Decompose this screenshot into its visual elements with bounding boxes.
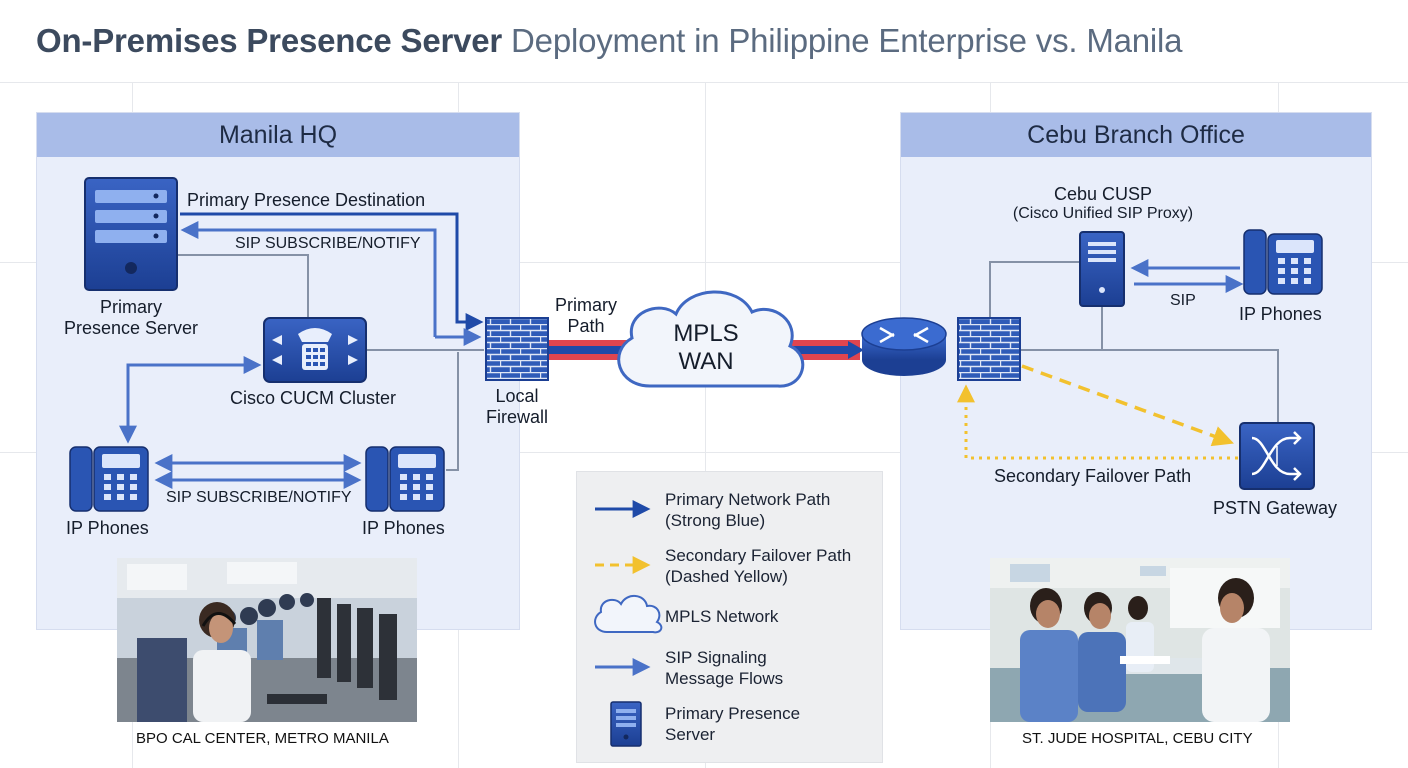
cebu-ip-phone-icon	[1243, 229, 1323, 295]
primary-presence-server-icon	[84, 177, 178, 291]
cebu-ip-phones-label: IP Phones	[1239, 304, 1322, 324]
cebu-sip-label: SIP	[1170, 292, 1196, 309]
pstn-gateway-label: PSTN Gateway	[1213, 498, 1338, 518]
title-strong: On-Premises Presence Server	[36, 22, 503, 59]
legend-secondary-text: Secondary Failover Path (Dashed Yellow)	[665, 545, 851, 587]
secondary-failover-path	[957, 364, 1238, 460]
primary-presence-server-label-line2: Presence Server	[63, 318, 199, 338]
st-jude-hospital-photo	[990, 558, 1290, 722]
grid-line	[0, 82, 1408, 83]
cucm-cluster-label: Cisco CUCM Cluster	[230, 388, 397, 408]
st-jude-hospital-caption: ST. JUDE HOSPITAL, CEBU CITY	[1022, 730, 1253, 747]
pstn-gateway-icon	[1239, 422, 1315, 490]
page-title: On-Premises Presence Server Deployment i…	[36, 22, 1183, 68]
manila-sip-flows	[119, 221, 482, 489]
legend: Primary Network Path (Strong Blue) Secon…	[576, 471, 883, 763]
ip-phones-right-label: IP Phones	[362, 518, 445, 538]
sip-subscribe-notify-bottom-label: SIP SUBSCRIBE/NOTIFY	[166, 489, 352, 506]
mpls-wan-label: MPLS WAN	[660, 320, 752, 376]
cebu-cusp-label-line1: Cebu CUSP	[1053, 184, 1153, 204]
legend-mpls-text: MPLS Network	[665, 607, 779, 626]
legend-primary-line2: (Strong Blue)	[665, 511, 766, 530]
grid-line	[0, 452, 1408, 453]
mpls-wan-label-line2: WAN	[678, 348, 734, 375]
local-firewall-icon	[485, 317, 549, 381]
legend-secondary-line2: (Dashed Yellow)	[665, 567, 788, 586]
cebu-sip-flows	[1130, 259, 1244, 293]
legend-sip-line1: SIP Signaling	[665, 648, 767, 667]
ip-phones-left-label: IP Phones	[66, 518, 149, 538]
manila-connectors	[176, 254, 484, 471]
legend-server-text: Primary Presence Server	[665, 703, 800, 745]
primary-presence-path	[180, 212, 484, 331]
legend-symbols	[594, 500, 663, 747]
primary-path-label-line1: Primary	[555, 295, 617, 315]
manila-hq-header: Manila HQ	[37, 113, 519, 157]
legend-sip-line2: Message Flows	[665, 669, 784, 688]
cebu-cusp-label-line2: (Cisco Unified SIP Proxy)	[1012, 205, 1194, 222]
legend-primary-line1: Primary Network Path	[665, 490, 831, 509]
mpls-wan-cloud-icon	[617, 290, 805, 388]
legend-sip-text: SIP Signaling Message Flows	[665, 647, 783, 689]
mpls-wan-label-line1: MPLS	[673, 320, 739, 347]
cebu-branch-header: Cebu Branch Office	[901, 113, 1371, 157]
legend-secondary-line1: Secondary Failover Path	[665, 546, 852, 565]
legend-server-symbol	[610, 701, 642, 747]
grid-line	[705, 82, 706, 768]
secondary-failover-path-label: Secondary Failover Path	[994, 466, 1192, 486]
primary-presence-server-label: Primary Presence Server	[56, 297, 206, 339]
bpo-call-center-photo	[117, 558, 417, 722]
primary-path-label-line2: Path	[567, 316, 605, 336]
legend-mpls-symbol	[594, 595, 663, 634]
primary-presence-server-label-line1: Primary	[100, 297, 162, 317]
legend-server-line2: Server	[665, 725, 716, 744]
primary-presence-destination-label: Primary Presence Destination	[187, 190, 426, 210]
ip-phone-icon-left	[69, 446, 149, 512]
cebu-firewall-icon	[957, 317, 1021, 381]
cebu-cusp-server-icon	[1079, 231, 1125, 307]
primary-path-label: Primary Path	[546, 295, 626, 337]
cebu-connectors	[989, 261, 1279, 422]
legend-primary-text: Primary Network Path (Strong Blue)	[665, 489, 830, 531]
title-light: Deployment in Philippine Enterprise vs. …	[502, 22, 1183, 59]
grid-line	[0, 262, 1408, 263]
bpo-call-center-caption: BPO CAL CENTER, METRO MANILA	[136, 730, 389, 747]
local-firewall-label: Local Firewall	[476, 386, 558, 428]
cebu-cusp-label: Cebu CUSP (Cisco Unified SIP Proxy)	[1002, 184, 1204, 223]
ip-phone-icon-right	[365, 446, 445, 512]
local-firewall-label-line2: Firewall	[485, 407, 548, 427]
local-firewall-label-line1: Local	[495, 386, 539, 406]
cucm-cluster-icon	[263, 317, 367, 383]
cebu-router-icon	[861, 317, 947, 376]
wan-primary-path	[548, 340, 864, 360]
sip-subscribe-notify-top-label: SIP SUBSCRIBE/NOTIFY	[235, 235, 421, 252]
legend-server-line1: Primary Presence	[665, 704, 801, 723]
